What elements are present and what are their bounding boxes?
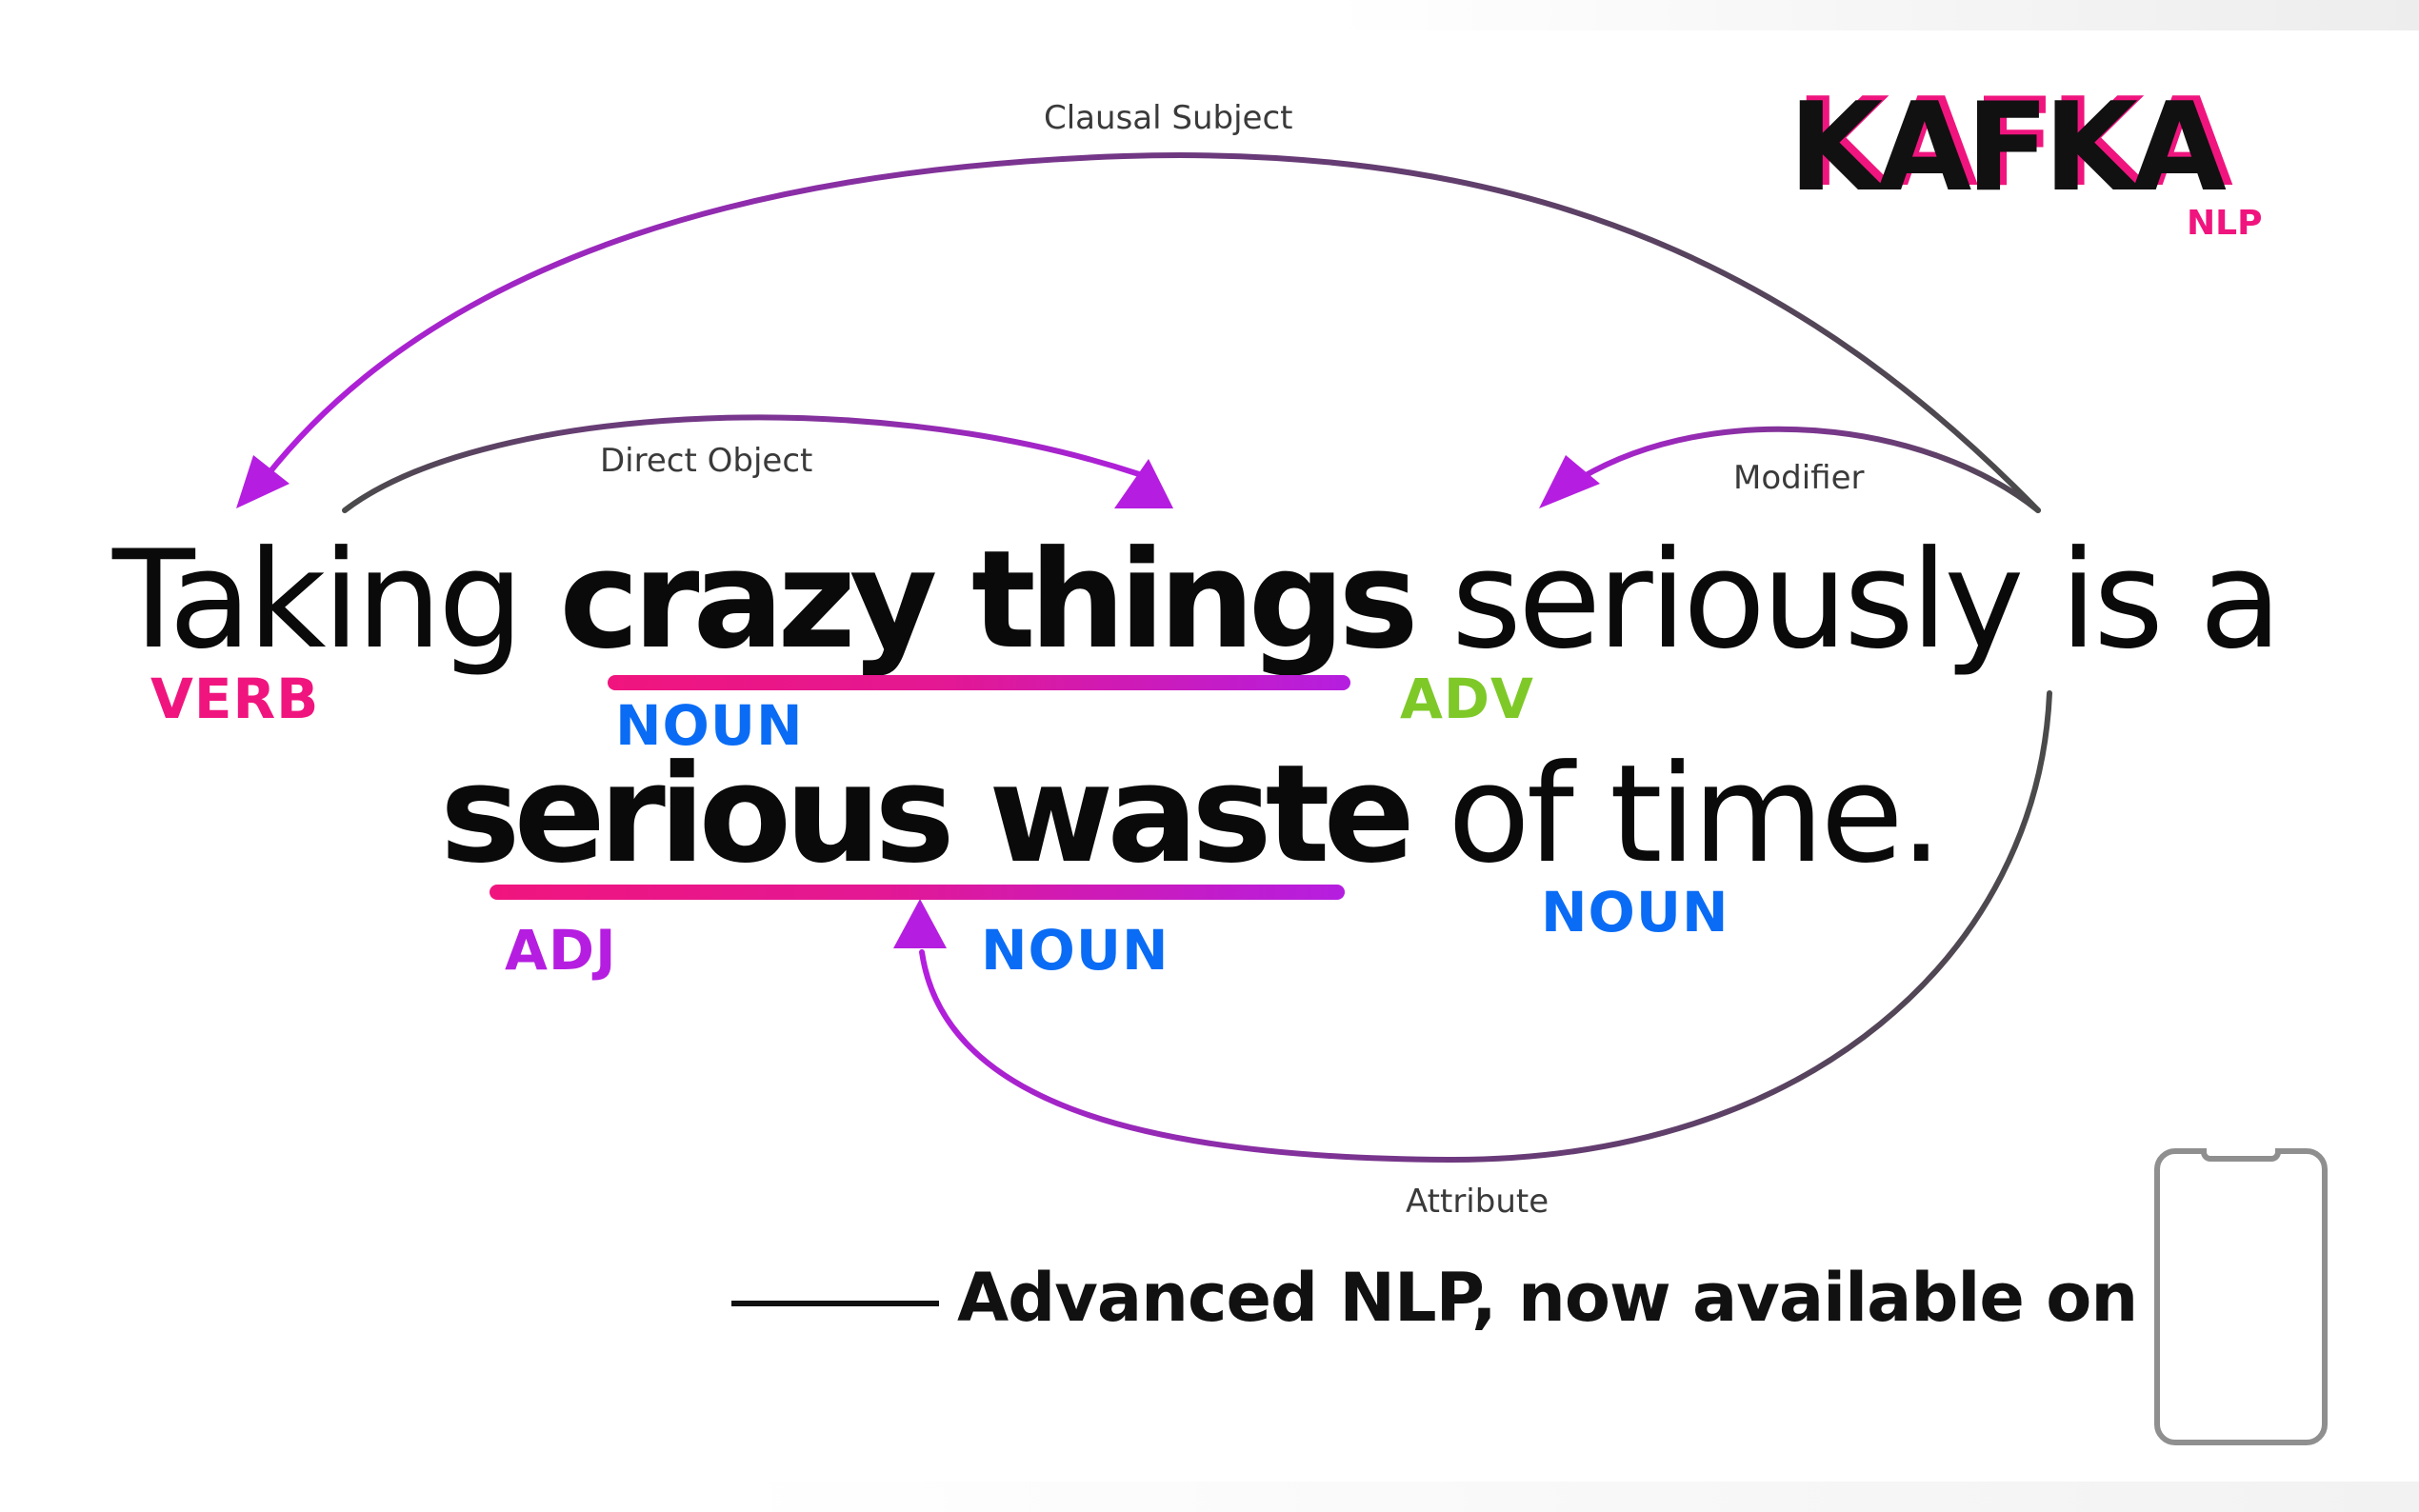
arrowhead-direct-object (1114, 459, 1173, 508)
phone-notch (2201, 1148, 2281, 1162)
arrowhead-attribute (893, 899, 947, 948)
word-taking: Taking (112, 522, 524, 679)
bottom-fade (0, 1482, 2419, 1512)
arc-clausal-subject (264, 152, 2041, 513)
word-of-time: of time. (1448, 736, 1943, 893)
arrowhead-modifier (1539, 455, 1600, 508)
tagline: Advanced NLP, now available on (957, 1259, 2138, 1337)
pos-noun-time: NOUN (1541, 880, 1729, 945)
brand-logo: KAFKA (1789, 77, 2227, 219)
arc-direct-object (342, 414, 1142, 513)
word-serious-waste: serious waste (440, 736, 1415, 893)
label-clausal-subject: Clausal Subject (1044, 99, 1293, 137)
arc-attribute (919, 690, 2052, 1164)
underline-serious-waste (490, 885, 1345, 900)
sentence-line-1: Taking crazy things seriously is a (112, 533, 2282, 668)
sentence-line-2: serious waste of time. (440, 747, 1943, 883)
pos-adj: ADJ (505, 918, 617, 983)
brand-logo-sub: NLP (2187, 204, 2263, 243)
label-modifier: Modifier (1733, 459, 1865, 497)
pos-noun-things: NOUN (615, 693, 804, 758)
pos-verb: VERB (150, 666, 320, 731)
word-seriously-is-a: seriously is a (1450, 522, 2282, 679)
word-crazy-things: crazy things (559, 522, 1419, 679)
label-attribute: Attribute (1406, 1183, 1549, 1221)
arrowhead-clausal-subject (236, 455, 290, 508)
tagline-dash (731, 1301, 939, 1306)
arc-modifier (1578, 426, 2041, 513)
pos-noun-waste: NOUN (981, 918, 1170, 983)
top-fade (0, 0, 2419, 30)
pos-adv: ADV (1400, 666, 1534, 731)
phone-icon (2154, 1148, 2328, 1445)
underline-crazy-things (608, 675, 1350, 690)
label-direct-object: Direct Object (600, 442, 813, 480)
